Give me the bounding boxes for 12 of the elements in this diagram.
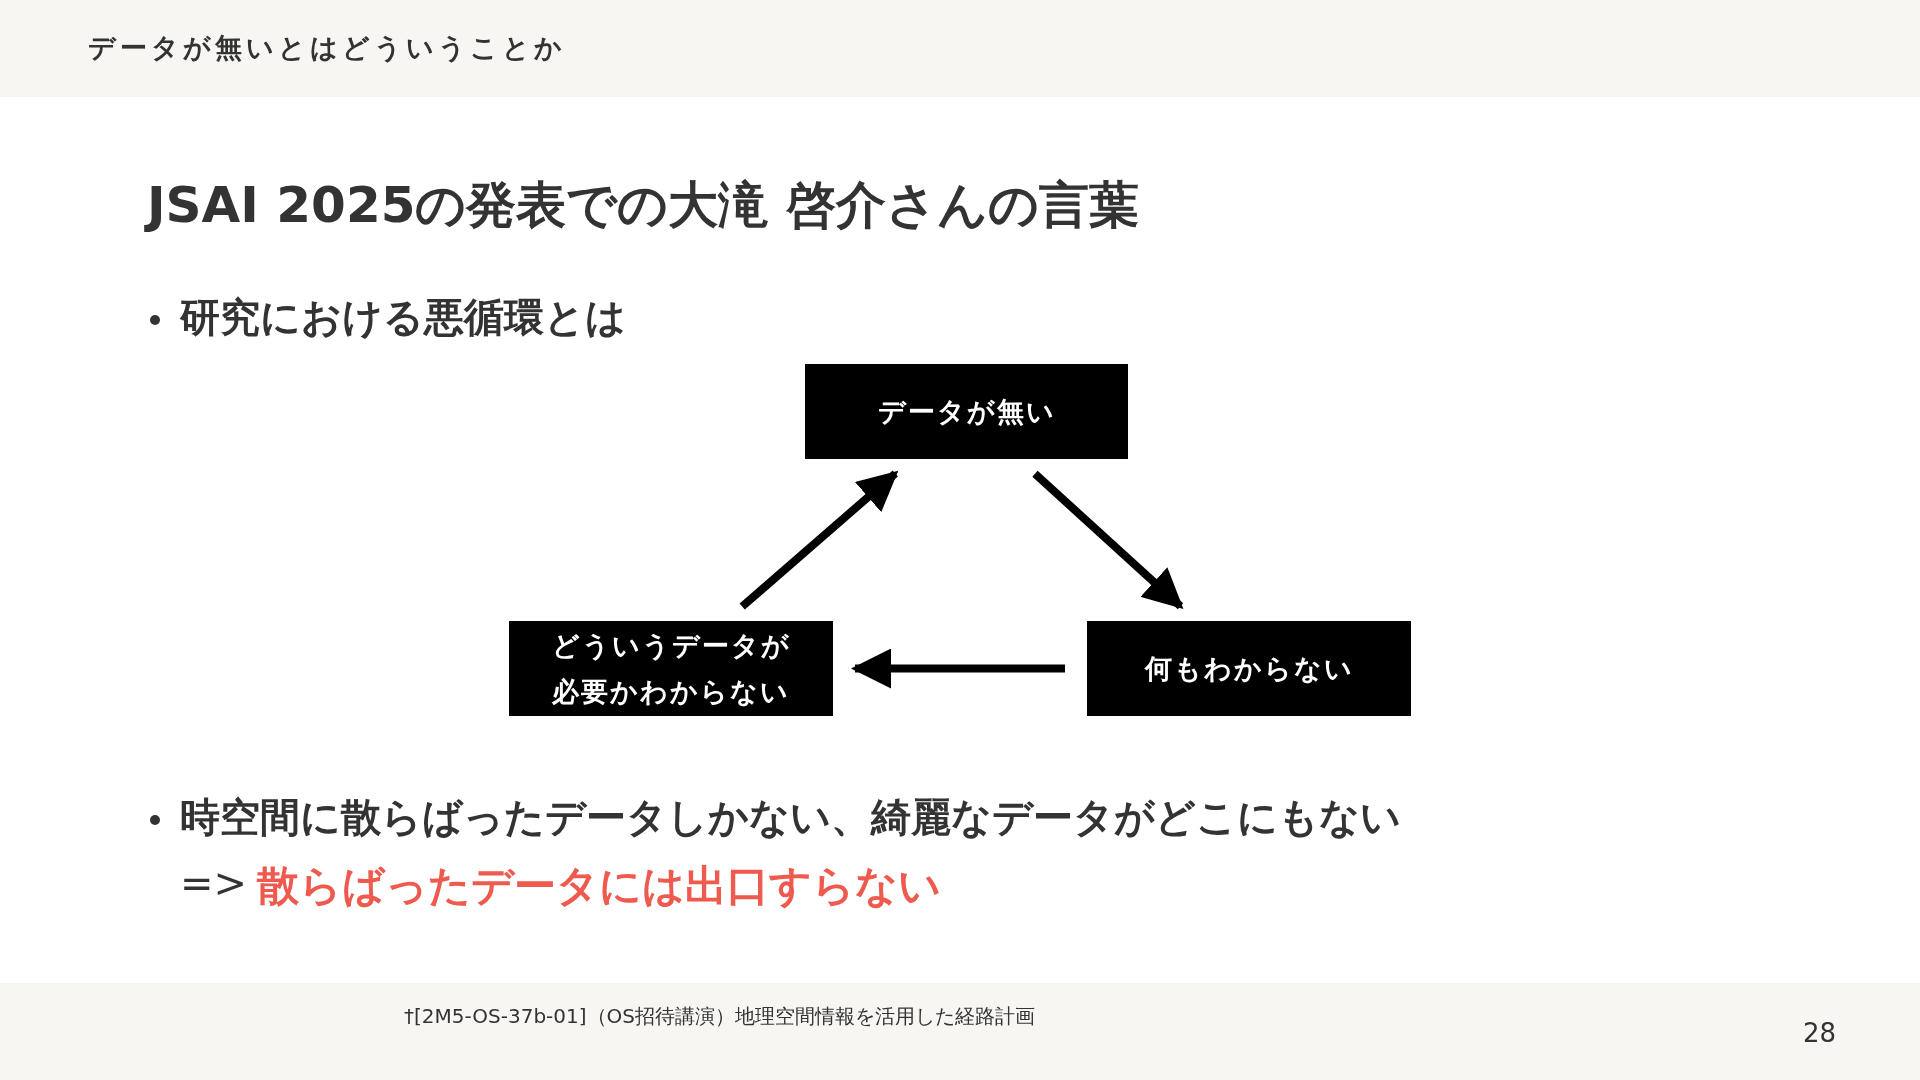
bullet-text: 研究における悪循環とは — [180, 293, 626, 342]
process-box: 何もわからない — [1087, 621, 1411, 716]
bullet-text: 時空間に散らばったデータしかない、綺麗なデータがどこにもない — [180, 793, 1401, 842]
highlight-text: 散らばったデータには出口すらない — [257, 860, 941, 912]
process-box: データが無い — [805, 364, 1128, 459]
footnote-text: †[2M5-OS-37b-01]（OS招待講演）地理空間情報を活用した経路計画 — [404, 1003, 1035, 1030]
arrow — [1032, 470, 1184, 610]
process-box: どういうデータが必要かわからない — [509, 621, 833, 716]
arrow-symbol: => — [180, 860, 248, 906]
header-title: データが無いとはどういうことか — [88, 31, 566, 65]
page-number: 28 — [1803, 1018, 1837, 1048]
arrow — [739, 470, 899, 610]
